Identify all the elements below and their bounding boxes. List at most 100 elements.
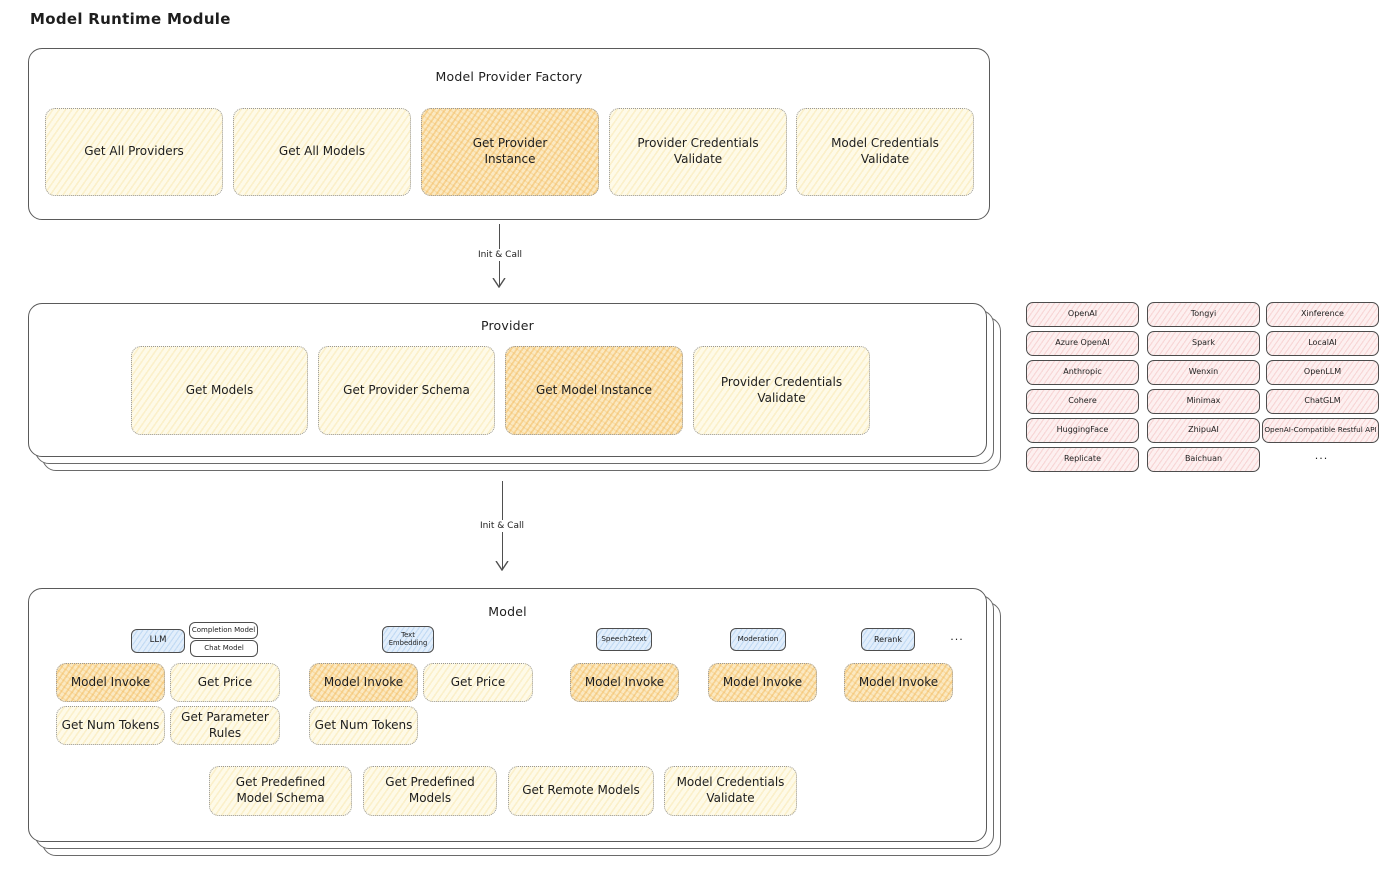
model-invoke-button[interactable]: Model Invoke [56, 663, 165, 702]
pill-label: HuggingFace [1056, 425, 1109, 435]
button-label: Provider Credentials Validate [637, 136, 759, 166]
provider-pill-huggingface[interactable]: HuggingFace [1026, 418, 1139, 443]
provider-pill-anthropic[interactable]: Anthropic [1026, 360, 1139, 385]
tag-rerank[interactable]: Rerank [861, 628, 915, 651]
init-call-label: Init & Call [473, 249, 527, 261]
provider-pill-baichuan[interactable]: Baichuan [1147, 447, 1260, 472]
pill-label: OpenAI [1067, 309, 1098, 319]
provider-credentials-validate-button[interactable]: Provider Credentials Validate [609, 108, 787, 196]
button-label: Model Invoke [584, 674, 665, 689]
provider-pill-xinference[interactable]: Xinference [1266, 302, 1379, 327]
get-provider-schema-button[interactable]: Get Provider Schema [318, 346, 495, 435]
pill-label: OpenLLM [1303, 367, 1342, 377]
button-label: Get Remote Models [522, 783, 640, 798]
provider-pill-openllm[interactable]: OpenLLM [1266, 360, 1379, 385]
provider-pill-openai[interactable]: OpenAI [1026, 302, 1139, 327]
button-label: Model Invoke [323, 674, 404, 689]
pill-label: ZhipuAI [1188, 425, 1219, 435]
get-all-models-button[interactable]: Get All Models [233, 108, 411, 196]
button-label: Model Credentials Validate [831, 136, 939, 166]
tag-moderation[interactable]: Moderation [730, 628, 786, 651]
provider-pill-chatglm[interactable]: ChatGLM [1266, 389, 1379, 414]
get-predefined-models-button[interactable]: Get Predefined Models [363, 766, 497, 816]
button-label: Get Predefined Model Schema [235, 775, 326, 805]
provider-pill-openai-compatible[interactable]: OpenAI-Compatible Restful API [1262, 418, 1379, 443]
pill-label: Xinference [1301, 309, 1344, 319]
get-predefined-model-schema-button[interactable]: Get Predefined Model Schema [209, 766, 352, 816]
pill-label: LocalAI [1308, 338, 1337, 348]
get-model-instance-button[interactable]: Get Model Instance [505, 346, 683, 435]
provider-pill-tongyi[interactable]: Tongyi [1147, 302, 1260, 327]
model-credentials-validate-button[interactable]: Model Credentials Validate [796, 108, 974, 196]
provider-pill-wenxin[interactable]: Wenxin [1147, 360, 1260, 385]
tag-label: Completion Model [191, 626, 256, 635]
pill-label: Baichuan [1184, 454, 1223, 464]
provider-pill-minimax[interactable]: Minimax [1147, 389, 1260, 414]
model-invoke-button[interactable]: Model Invoke [708, 663, 817, 702]
button-label: Get Predefined Models [385, 775, 475, 805]
button-label: Get Provider Instance [472, 136, 548, 166]
provider-title: Provider [480, 318, 535, 333]
get-parameter-rules-button[interactable]: Get Parameter Rules [170, 706, 280, 745]
provider-pill-cohere[interactable]: Cohere [1026, 389, 1139, 414]
get-provider-instance-button[interactable]: Get Provider Instance [421, 108, 599, 196]
pill-label: Wenxin [1188, 367, 1219, 377]
pill-label: Replicate [1063, 454, 1101, 464]
pill-label: Spark [1192, 338, 1215, 348]
model-invoke-button[interactable]: Model Invoke [309, 663, 418, 702]
get-remote-models-button[interactable]: Get Remote Models [508, 766, 654, 816]
tag-completion-model[interactable]: Completion Model [189, 622, 258, 639]
tag-speech2text[interactable]: Speech2text [596, 628, 652, 651]
provider-pill-zhipuai[interactable]: ZhipuAI [1147, 418, 1260, 443]
button-label: Model Invoke [70, 674, 151, 689]
button-label: Model Invoke [858, 674, 939, 689]
model-invoke-button[interactable]: Model Invoke [570, 663, 679, 702]
button-label: Provider Credentials Validate [720, 374, 843, 405]
provider-pill-replicate[interactable]: Replicate [1026, 447, 1139, 472]
get-num-tokens-button[interactable]: Get Num Tokens [309, 706, 418, 745]
arrowhead-icon [495, 561, 509, 571]
button-label: Get All Providers [84, 144, 184, 159]
tag-label: Moderation [737, 634, 779, 644]
pill-label: ChatGLM [1304, 396, 1341, 406]
arrowhead-icon [492, 278, 506, 288]
model-provider-factory-title: Model Provider Factory [435, 69, 583, 84]
button-label: Get Price [450, 674, 506, 689]
tag-chat-model[interactable]: Chat Model [190, 640, 258, 657]
provider-credentials-validate-button[interactable]: Provider Credentials Validate [693, 346, 870, 435]
provider-pill-spark[interactable]: Spark [1147, 331, 1260, 356]
provider-pill-localai[interactable]: LocalAI [1266, 331, 1379, 356]
provider-box: Provider Get Models Get Provider Schema … [28, 303, 987, 457]
diagram-title: Model Runtime Module [30, 10, 231, 28]
button-label: Get Model Instance [535, 382, 653, 397]
pill-label: Anthropic [1063, 367, 1102, 377]
tag-llm[interactable]: LLM [131, 629, 185, 653]
init-call-label: Init & Call [475, 520, 529, 532]
tag-label: Chat Model [204, 644, 244, 653]
pill-label: Minimax [1186, 396, 1221, 406]
model-invoke-button[interactable]: Model Invoke [844, 663, 953, 702]
more-models-ellipsis: ... [950, 630, 964, 643]
button-label: Get Num Tokens [314, 717, 413, 732]
tag-label: LLM [149, 635, 167, 646]
button-label: Get Provider Schema [343, 382, 470, 397]
button-label: Model Invoke [722, 674, 803, 689]
button-label: Get Models [185, 382, 254, 397]
model-credentials-validate-button[interactable]: Model Credentials Validate [664, 766, 797, 816]
tag-text-embedding[interactable]: Text Embedding [382, 626, 434, 653]
get-price-button[interactable]: Get Price [170, 663, 280, 702]
get-models-button[interactable]: Get Models [131, 346, 308, 435]
pill-label: Cohere [1068, 396, 1097, 406]
get-price-button[interactable]: Get Price [423, 663, 533, 702]
get-all-providers-button[interactable]: Get All Providers [45, 108, 223, 196]
button-label: Get All Models [278, 144, 366, 159]
model-provider-factory-box: Model Provider Factory Get All Providers… [28, 48, 990, 220]
model-title: Model [488, 604, 527, 619]
more-providers-ellipsis: ... [1314, 449, 1329, 462]
pill-label: Azure OpenAI [1055, 338, 1110, 348]
get-num-tokens-button[interactable]: Get Num Tokens [56, 706, 165, 745]
tag-label: Text Embedding [388, 630, 428, 647]
provider-pill-azure-openai[interactable]: Azure OpenAI [1026, 331, 1139, 356]
pill-label: OpenAI-Compatible Restful API [1264, 425, 1377, 435]
